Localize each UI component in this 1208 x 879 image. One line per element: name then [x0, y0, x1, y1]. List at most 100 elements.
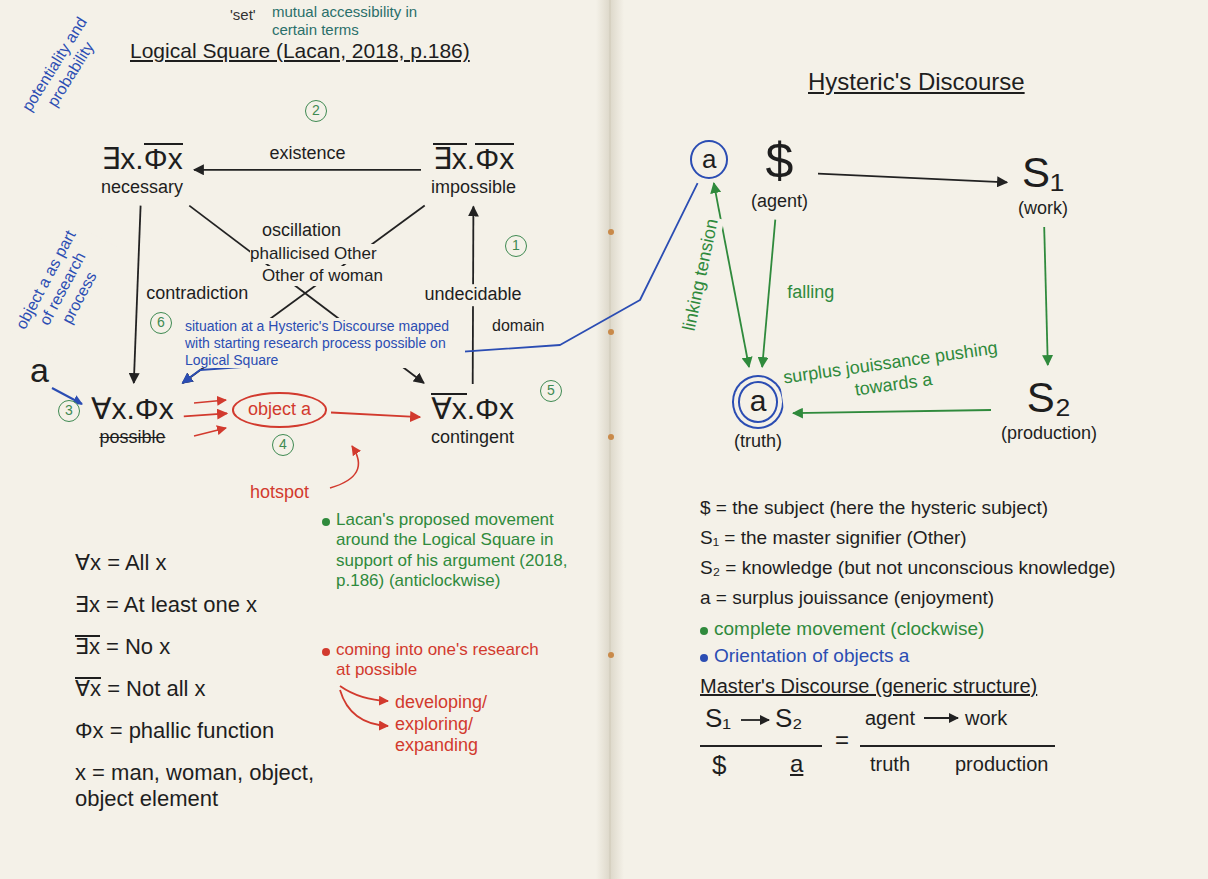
- callout-number: 1: [505, 235, 527, 257]
- note-label: developing/ exploring/ expanding: [395, 692, 520, 757]
- note-label: x = man, woman, object, object element: [75, 760, 335, 813]
- node-caption: (work): [1018, 198, 1068, 220]
- note-label: a: [790, 750, 803, 779]
- position-node: S₂(production): [995, 370, 1103, 448]
- staple: [608, 329, 614, 335]
- legend-text: coming into one's research at possible: [336, 640, 546, 681]
- note-label: situation at a Hysteric's Discourse mapp…: [185, 318, 465, 368]
- page-fold: [596, 0, 624, 879]
- edge-label: existence: [267, 143, 347, 165]
- fraction-bar: [700, 745, 822, 747]
- callout-number: 6: [150, 312, 172, 334]
- callout-number: 3: [58, 400, 80, 422]
- callout-number: 4: [272, 434, 294, 456]
- note-label: ∀x = All x: [75, 550, 166, 576]
- staple: [608, 652, 614, 658]
- connector-arrow: [184, 413, 227, 416]
- connector-arrow: [194, 169, 421, 171]
- note-label: agent: [865, 706, 915, 730]
- note-label: ∀x = Not all x: [75, 676, 206, 702]
- node-caption: contingent: [431, 427, 514, 449]
- node-symbol: a: [738, 381, 779, 423]
- formula-arrow: [924, 717, 958, 719]
- legend-dot: [322, 518, 330, 526]
- connector-arrow: [793, 410, 991, 413]
- note-label: S₁: [705, 703, 731, 734]
- node-caption: (agent): [751, 191, 808, 213]
- red-loop: [330, 446, 358, 488]
- note-label: oscillation: [262, 220, 341, 242]
- fraction-bar: [860, 745, 1055, 747]
- formula-arrow: [741, 719, 769, 721]
- staple: [608, 229, 614, 235]
- node-caption: necessary: [101, 177, 183, 199]
- node-symbol: S₂: [1027, 373, 1071, 423]
- overline-bar: [75, 677, 101, 679]
- legend-text: Lacan's proposed movement around the Log…: [336, 510, 571, 592]
- note-label: ∃x = At least one x: [75, 592, 257, 618]
- note-label: S₂: [775, 703, 802, 734]
- position-node: S₁(work): [1012, 145, 1074, 223]
- connector-arrow: [714, 183, 749, 367]
- note-label: truth: [870, 752, 910, 776]
- node-symbol: a: [702, 144, 716, 175]
- note-label: hotspot: [250, 482, 309, 504]
- note-label: a: [30, 350, 49, 391]
- connector-arrow: [762, 220, 775, 367]
- legend-dot: [322, 648, 330, 656]
- note-label: S₂ = knowledge (but not unconscious know…: [700, 557, 1116, 580]
- red-arrow: [340, 686, 388, 701]
- note-label: $: [712, 750, 726, 781]
- note-label: production: [955, 752, 1048, 776]
- connector-arrow: [134, 206, 141, 383]
- staple: [608, 434, 614, 440]
- note-label: phallicised Other: [250, 244, 377, 264]
- connector-arrow: [1044, 227, 1048, 365]
- callout-number: 2: [305, 100, 327, 122]
- overline-bar: [433, 143, 467, 145]
- position-node: a(truth): [728, 372, 788, 456]
- red-arrow: [194, 400, 226, 403]
- node-symbol: ∀x.Φx: [431, 391, 514, 427]
- note-label: a = surplus jouissance (enjoyment): [700, 587, 994, 610]
- position-node: ∃x.Φximpossible: [425, 138, 522, 202]
- node-symbol: ∃x.Φx: [433, 141, 514, 177]
- overline-bar: [431, 393, 467, 395]
- note-label: domain: [492, 316, 544, 335]
- note-label: ∃x = No x: [75, 634, 170, 660]
- note-label: Other of woman: [262, 266, 383, 286]
- node-caption: impossible: [431, 177, 516, 199]
- node-symbol: object a: [248, 399, 311, 421]
- position-node: ∀x.Φxpossible: [85, 388, 180, 452]
- connector-arrow: [182, 183, 697, 383]
- node-symbol: $: [766, 131, 794, 191]
- position-node: ∃x.Φxnecessary: [95, 138, 189, 202]
- node-caption: (production): [1001, 423, 1097, 445]
- legend-item: Lacan's proposed movement around the Log…: [322, 510, 573, 592]
- object-ellipse: object a: [232, 392, 327, 428]
- connector-arrow: [331, 413, 420, 418]
- node-symbol: S₁: [1022, 148, 1064, 198]
- note-label: Master's Discourse (generic structure): [700, 674, 1037, 698]
- node-symbol: ∀x.Φx: [91, 391, 174, 427]
- overline-bar: [475, 143, 514, 145]
- overline-bar: [144, 143, 183, 145]
- legend-dot: [700, 654, 708, 662]
- red-arrow: [340, 690, 388, 726]
- position-node: ∀x.Φxcontingent: [425, 388, 520, 452]
- note-label: $ = the subject (here the hysteric subje…: [700, 497, 1048, 520]
- page-title: Logical Square (Lacan, 2018, p.186): [130, 38, 470, 63]
- edge-label: undecidable: [422, 285, 523, 307]
- legend-item: coming into one's research at possible: [322, 640, 548, 681]
- position-node: $(agent): [745, 128, 814, 216]
- legend-item: Orientation of objects a: [700, 645, 1136, 668]
- overline-bar: [75, 635, 100, 637]
- edge-label: contradiction: [144, 284, 250, 306]
- note-label: work: [965, 706, 1007, 730]
- note-label: Hysteric's Discourse: [808, 68, 1025, 97]
- note-label: Φx = phallic function: [75, 718, 274, 744]
- node-caption: possible: [99, 427, 165, 449]
- connector-arrow: [818, 174, 1007, 183]
- note-label: 'set': [230, 6, 256, 24]
